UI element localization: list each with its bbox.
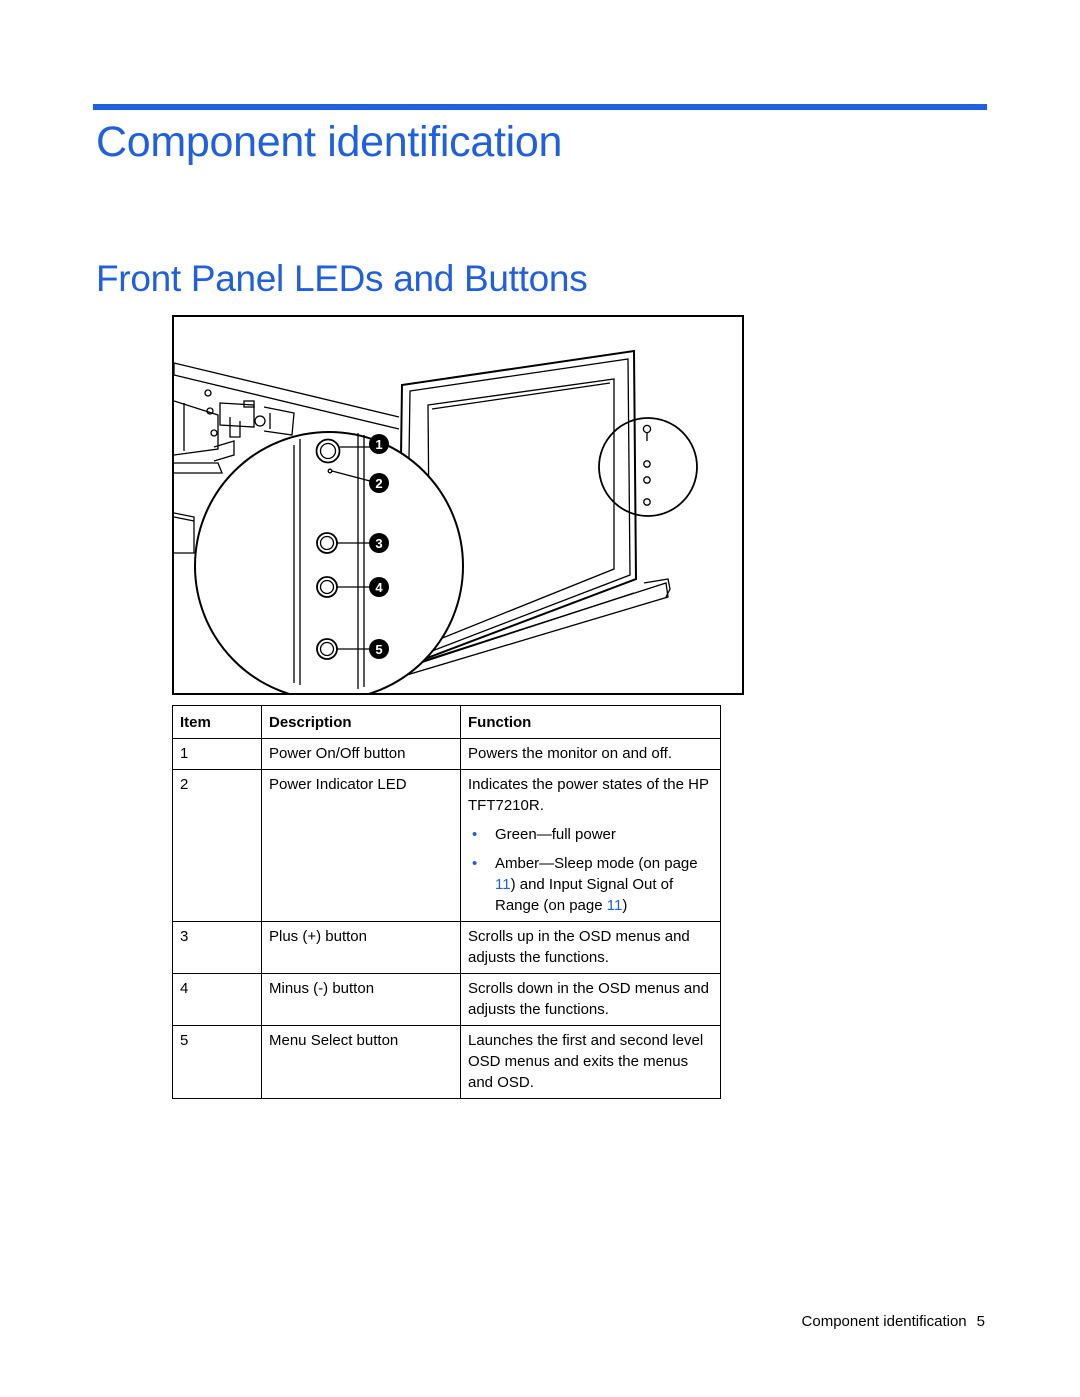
list-item: • Green—full power — [468, 824, 714, 845]
cell-function: Indicates the power states of the HP TFT… — [460, 769, 721, 922]
table-row: 4 Minus (-) button Scrolls down in the O… — [172, 973, 721, 1026]
page-link[interactable]: 11 — [495, 876, 511, 893]
bullet-text: ) — [622, 897, 628, 914]
cell-description: Menu Select button — [261, 1025, 461, 1099]
table-header-row: Item Description Function — [172, 705, 721, 739]
table-row: 2 Power Indicator LED Indicates the powe… — [172, 769, 721, 922]
cell-function: Powers the monitor on and off. — [460, 738, 721, 770]
callout-2: 2 — [369, 473, 389, 493]
component-table: Item Description Function 1 Power On/Off… — [172, 705, 721, 1099]
table-row: 1 Power On/Off button Powers the monitor… — [172, 738, 721, 770]
callout-4: 4 — [369, 577, 389, 597]
bullet-icon: • — [472, 855, 478, 872]
function-text: Indicates the power states of the HP TFT… — [468, 776, 709, 814]
header-description: Description — [261, 705, 461, 739]
footer-chapter: Component identification — [801, 1313, 967, 1330]
callout-3: 3 — [369, 533, 389, 553]
callout-1-label: 1 — [375, 437, 382, 452]
callout-1: 1 — [369, 434, 389, 454]
callout-2-label: 2 — [375, 476, 382, 491]
cell-item: 1 — [172, 738, 262, 770]
table-row: 3 Plus (+) button Scrolls up in the OSD … — [172, 921, 721, 974]
section-title: Front Panel LEDs and Buttons — [96, 258, 588, 299]
cell-description: Power On/Off button — [261, 738, 461, 770]
list-item: • Amber—Sleep mode (on page 11) and Inpu… — [468, 853, 714, 916]
chapter-title: Component identification — [96, 118, 563, 166]
chapter-rule — [93, 104, 987, 110]
callout-5: 5 — [369, 639, 389, 659]
cell-item: 4 — [172, 973, 262, 1026]
cell-description: Power Indicator LED — [261, 769, 461, 922]
cell-description: Minus (-) button — [261, 973, 461, 1026]
cell-item: 2 — [172, 769, 262, 922]
bullet-text: Amber—Sleep mode (on page — [495, 855, 698, 872]
callout-4-label: 4 — [375, 580, 383, 595]
header-item: Item — [172, 705, 262, 739]
front-panel-illustration: 1 2 3 4 5 — [174, 349, 698, 693]
callout-3-label: 3 — [375, 536, 382, 551]
cell-function: Launches the first and second level OSD … — [460, 1025, 721, 1099]
cell-item: 3 — [172, 921, 262, 974]
cell-item: 5 — [172, 1025, 262, 1099]
cell-function: Scrolls up in the OSD menus and adjusts … — [460, 921, 721, 974]
table-row: 5 Menu Select button Launches the first … — [172, 1025, 721, 1099]
bullet-text: Green—full power — [495, 826, 616, 843]
page-number: 5 — [976, 1313, 985, 1330]
header-function: Function — [460, 705, 721, 739]
power-state-list: • Green—full power • Amber—Sleep mode (o… — [468, 824, 714, 916]
front-panel-figure: 1 2 3 4 5 — [172, 315, 744, 695]
bullet-text: ) and Input Signal Out of Range (on page — [495, 876, 674, 914]
cell-function: Scrolls down in the OSD menus and adjust… — [460, 973, 721, 1026]
page-link[interactable]: 11 — [606, 897, 623, 914]
cell-description: Plus (+) button — [261, 921, 461, 974]
callout-5-label: 5 — [375, 642, 382, 657]
bullet-icon: • — [472, 826, 478, 843]
page-footer: Component identification 5 — [802, 1313, 985, 1330]
